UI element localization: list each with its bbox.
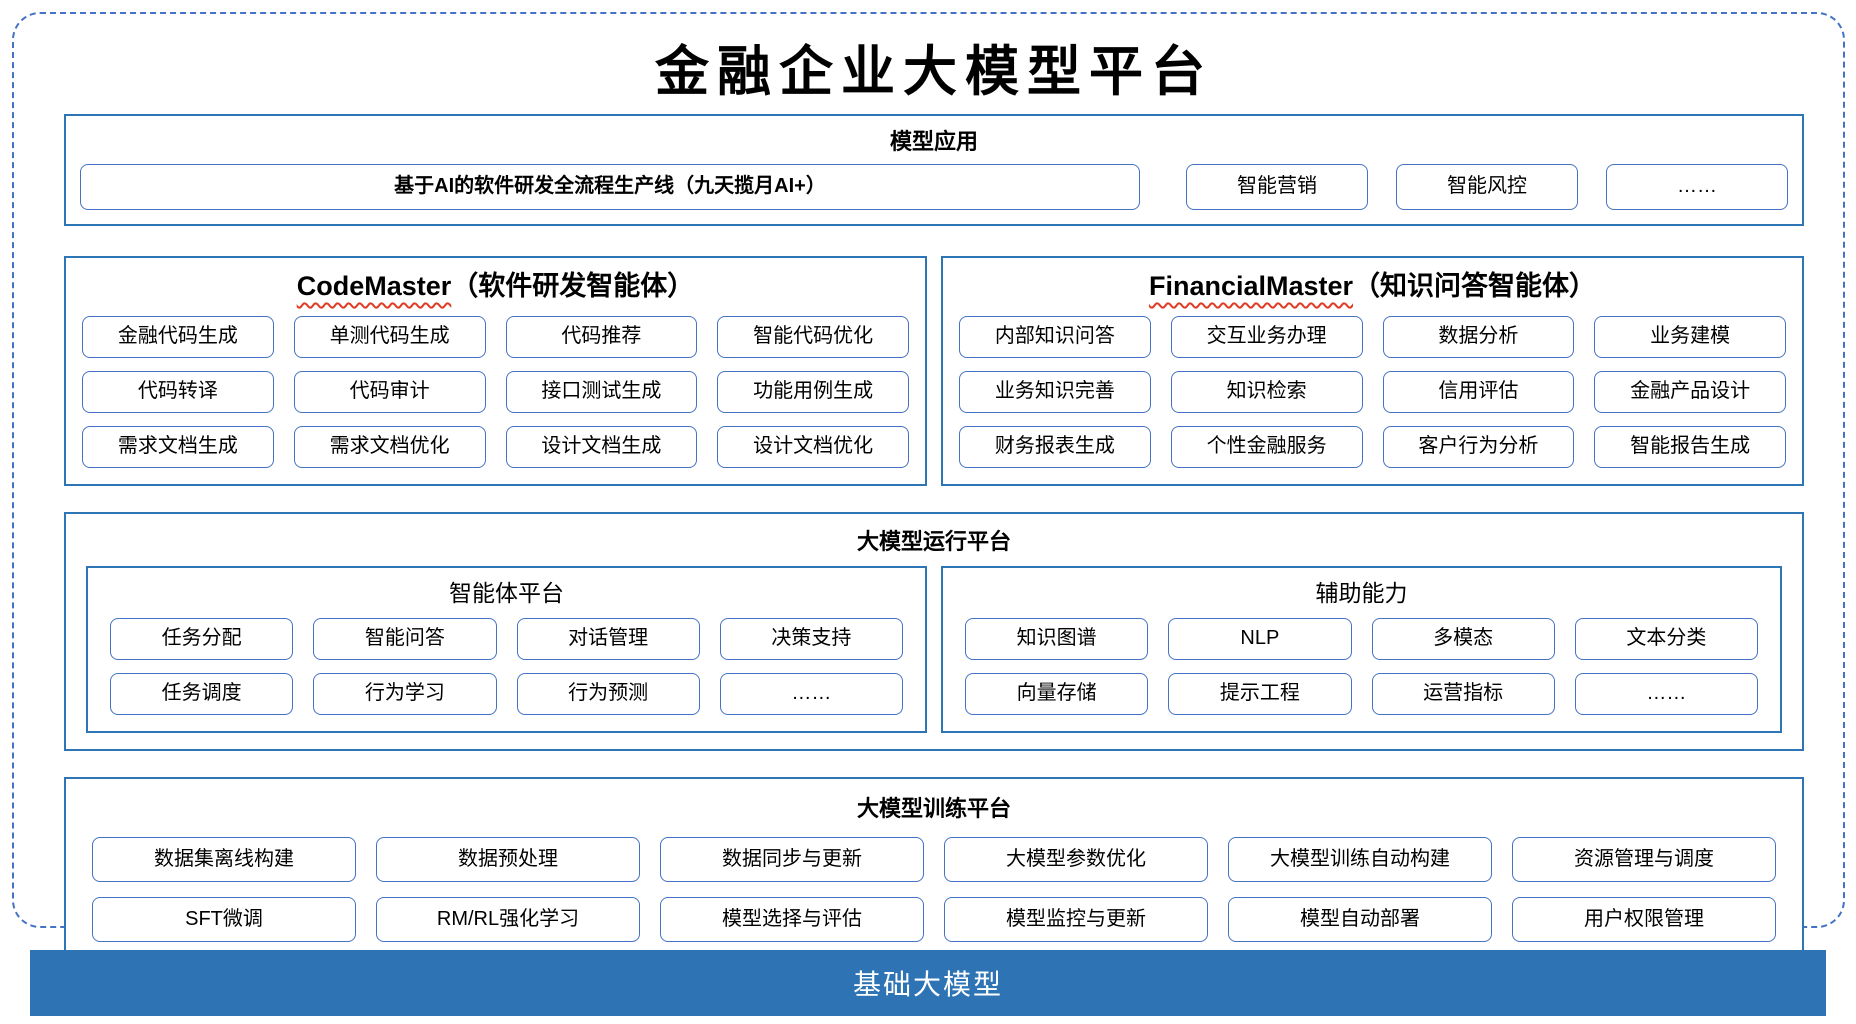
agent-platform-item: 决策支持 [719, 618, 903, 660]
financialmaster-item: 智能报告生成 [1594, 426, 1786, 468]
training-item: 数据集离线构建 [92, 837, 356, 882]
financialmaster-item: 客户行为分析 [1382, 426, 1575, 468]
auxiliary-item: 知识图谱 [965, 618, 1149, 660]
foundation-model-label: 基础大模型 [852, 969, 1003, 1000]
app-ellipsis-box: …… [1606, 164, 1788, 210]
training-item: RM/RL强化学习 [376, 897, 640, 942]
codemaster-item: 需求文档优化 [293, 426, 486, 468]
app-smart-risk-box: 智能风控 [1396, 164, 1578, 210]
codemaster-item: 设计文档优化 [717, 426, 909, 468]
training-item: 数据同步与更新 [660, 837, 924, 882]
agent-platform-item: 任务分配 [110, 618, 294, 660]
financialmaster-item: 知识检索 [1170, 371, 1363, 413]
codemaster-item: 设计文档生成 [505, 426, 698, 468]
auxiliary-item: 向量存储 [965, 673, 1149, 715]
codemaster-grid: 金融代码生成 单测代码生成 代码推荐 智能代码优化 代码转译 代码审计 接口测试… [82, 316, 909, 468]
financialmaster-title-zh: （知识问答智能体） [1353, 271, 1597, 301]
panel-agent-platform: 智能体平台 任务分配 智能问答 对话管理 决策支持 任务调度 行为学习 行为预测… [86, 566, 927, 733]
financialmaster-item: 业务建模 [1594, 316, 1786, 358]
financialmaster-item: 数据分析 [1382, 316, 1575, 358]
codemaster-title-en: CodeMaster [296, 271, 452, 301]
foundation-model-bar: 基础大模型 [30, 950, 1826, 1016]
financialmaster-item: 信用评估 [1382, 371, 1575, 413]
model-applications-row: 基于AI的软件研发全流程生产线（九天揽月AI+） 智能营销 智能风控 …… [80, 164, 1788, 210]
training-item: 模型选择与评估 [660, 897, 924, 942]
runtime-panels: 智能体平台 任务分配 智能问答 对话管理 决策支持 任务调度 行为学习 行为预测… [86, 566, 1782, 733]
agent-platform-title: 智能体平台 [449, 580, 564, 606]
financialmaster-title: FinancialMaster（知识问答智能体） [959, 268, 1786, 304]
model-applications-header: 模型应用 [889, 129, 978, 154]
financialmaster-item: 财务报表生成 [959, 426, 1151, 468]
agents-row: CodeMaster（软件研发智能体） 金融代码生成 单测代码生成 代码推荐 智… [64, 256, 1804, 486]
financialmaster-grid: 内部知识问答 交互业务办理 数据分析 业务建模 业务知识完善 知识检索 信用评估… [959, 316, 1786, 468]
auxiliary-item: 文本分类 [1574, 618, 1758, 660]
agent-platform-item: 智能问答 [313, 618, 497, 660]
section-runtime-platform: 大模型运行平台 智能体平台 任务分配 智能问答 对话管理 决策支持 任务调度 行… [64, 512, 1804, 751]
app-ai-pipeline-box: 基于AI的软件研发全流程生产线（九天揽月AI+） [80, 164, 1140, 210]
codemaster-item: 代码审计 [293, 371, 486, 413]
codemaster-item: 接口测试生成 [505, 371, 698, 413]
training-item: 模型监控与更新 [944, 897, 1208, 942]
codemaster-title-zh: （软件研发智能体） [451, 271, 695, 301]
codemaster-item: 需求文档生成 [82, 426, 274, 468]
codemaster-title: CodeMaster（软件研发智能体） [82, 268, 909, 304]
training-item: 资源管理与调度 [1512, 837, 1776, 882]
training-item: 大模型参数优化 [944, 837, 1208, 882]
section-training-platform: 大模型训练平台 数据集离线构建 数据预处理 数据同步与更新 大模型参数优化 大模… [64, 777, 1804, 962]
section-model-applications: 模型应用 基于AI的软件研发全流程生产线（九天揽月AI+） 智能营销 智能风控 … [64, 114, 1804, 226]
panel-auxiliary-capabilities: 辅助能力 知识图谱 NLP 多模态 文本分类 向量存储 提示工程 运营指标 …… [941, 566, 1782, 733]
training-item: 模型自动部署 [1228, 897, 1492, 942]
panel-financialmaster: FinancialMaster（知识问答智能体） 内部知识问答 交互业务办理 数… [941, 256, 1804, 486]
agent-platform-item: …… [719, 673, 903, 715]
agent-platform-grid: 任务分配 智能问答 对话管理 决策支持 任务调度 行为学习 行为预测 …… [110, 618, 903, 715]
training-item: 数据预处理 [376, 837, 640, 882]
diagram-content: 金融企业大模型平台 模型应用 基于AI的软件研发全流程生产线（九天揽月AI+） … [64, 12, 1804, 962]
agent-platform-item: 任务调度 [110, 673, 294, 715]
financialmaster-title-en: FinancialMaster [1148, 271, 1354, 301]
codemaster-item: 代码推荐 [505, 316, 698, 358]
auxiliary-item: …… [1574, 673, 1758, 715]
panel-codemaster: CodeMaster（软件研发智能体） 金融代码生成 单测代码生成 代码推荐 智… [64, 256, 927, 486]
training-item: 用户权限管理 [1512, 897, 1776, 942]
auxiliary-capabilities-grid: 知识图谱 NLP 多模态 文本分类 向量存储 提示工程 运营指标 …… [965, 618, 1758, 715]
training-platform-header: 大模型训练平台 [856, 796, 1011, 821]
financialmaster-item: 个性金融服务 [1170, 426, 1363, 468]
auxiliary-item: 多模态 [1371, 618, 1555, 660]
financialmaster-item: 业务知识完善 [959, 371, 1151, 413]
codemaster-item: 金融代码生成 [82, 316, 274, 358]
auxiliary-capabilities-title: 辅助能力 [1315, 580, 1408, 606]
codemaster-item: 代码转译 [82, 371, 274, 413]
training-platform-grid: 数据集离线构建 数据预处理 数据同步与更新 大模型参数优化 大模型训练自动构建 … [92, 837, 1776, 942]
financialmaster-item: 金融产品设计 [1594, 371, 1786, 413]
codemaster-item: 智能代码优化 [717, 316, 909, 358]
agent-platform-item: 行为预测 [516, 673, 700, 715]
agent-platform-item: 行为学习 [313, 673, 497, 715]
runtime-platform-header: 大模型运行平台 [856, 529, 1011, 554]
app-smart-marketing-box: 智能营销 [1186, 164, 1368, 210]
codemaster-item: 功能用例生成 [717, 371, 909, 413]
auxiliary-item: 运营指标 [1371, 673, 1555, 715]
training-item: SFT微调 [92, 897, 356, 942]
financialmaster-item: 内部知识问答 [959, 316, 1151, 358]
auxiliary-item: 提示工程 [1168, 673, 1352, 715]
page-title: 金融企业大模型平台 [655, 39, 1213, 103]
training-item: 大模型训练自动构建 [1228, 837, 1492, 882]
agent-platform-item: 对话管理 [516, 618, 700, 660]
auxiliary-item: NLP [1168, 618, 1352, 660]
codemaster-item: 单测代码生成 [293, 316, 486, 358]
financialmaster-item: 交互业务办理 [1170, 316, 1363, 358]
